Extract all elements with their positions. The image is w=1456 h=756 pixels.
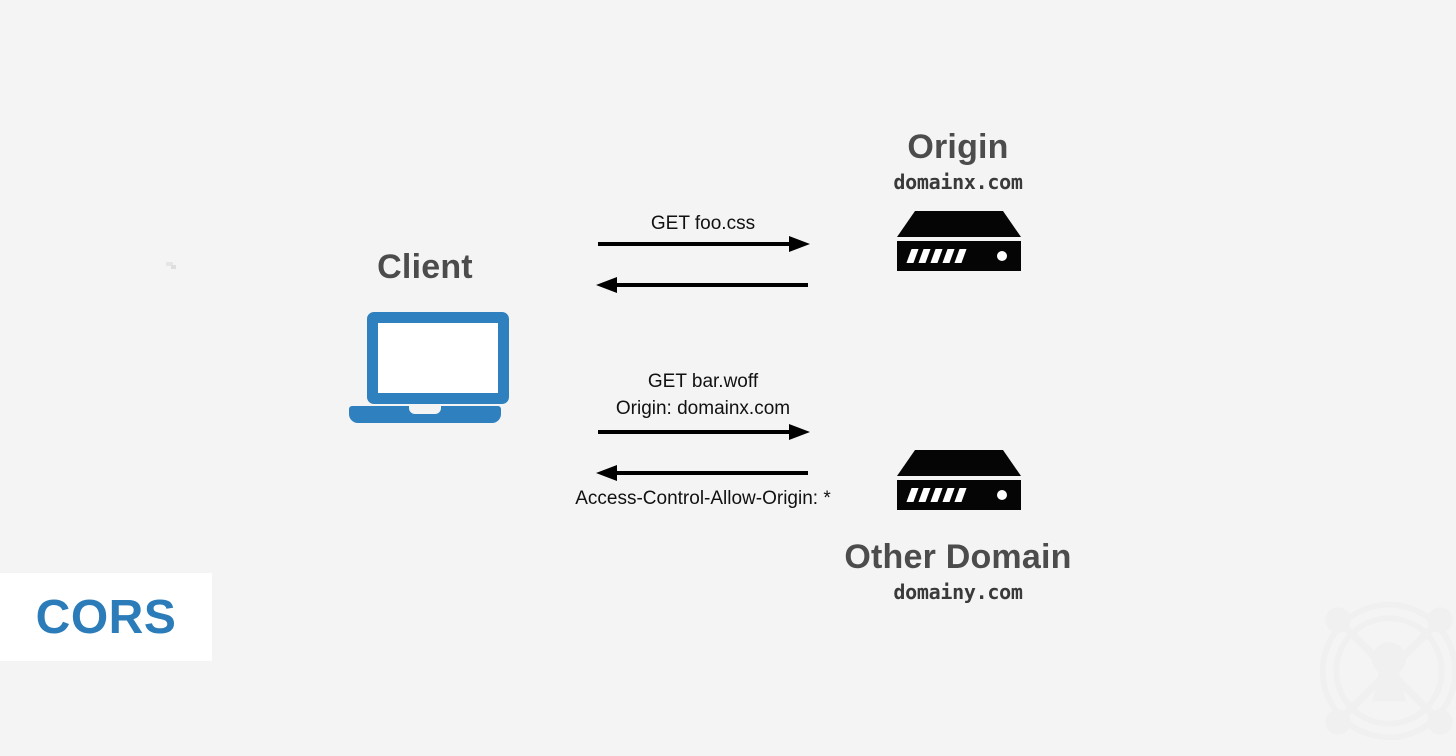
exchange-cross-origin-request-line1: GET bar.woff <box>647 371 759 392</box>
diagram-canvas: Client Origin domainx.com GET foo.css <box>0 128 1083 661</box>
exchange-cross-origin-response-label: Access-Control-Allow-Origin: * <box>575 488 831 509</box>
arrow-request-bar-woff <box>598 424 810 440</box>
background-speck <box>166 262 176 269</box>
laptop-base <box>349 406 501 423</box>
server-top-shell <box>897 450 1021 476</box>
other-domain-server-icon <box>897 450 1021 510</box>
laptop-icon <box>349 312 509 423</box>
node-origin: Origin domainx.com <box>833 128 1083 194</box>
server-vents <box>906 249 967 263</box>
node-other-domain: Other Domain domainy.com <box>833 538 1083 604</box>
server-led-icon <box>997 251 1007 261</box>
node-client: Client <box>300 248 550 287</box>
client-label: Client <box>377 248 473 286</box>
cors-badge: CORS <box>0 573 212 661</box>
arrow-response-bar-woff <box>596 465 808 481</box>
server-top-shell <box>897 211 1021 237</box>
exchange-same-origin-request-label: GET foo.css <box>650 213 756 234</box>
server-vents <box>906 488 967 502</box>
laptop-screen <box>367 312 509 404</box>
other-domain-label: Other Domain <box>844 538 1072 576</box>
wheel-keyhole-logo-icon <box>1319 601 1456 741</box>
server-body <box>897 241 1021 271</box>
laptop-notch <box>409 406 441 414</box>
exchange-cross-origin-request-line2: Origin: domainx.com <box>615 398 791 419</box>
origin-domain: domainx.com <box>893 170 1023 194</box>
cors-badge-label: CORS <box>35 590 177 644</box>
arrow-request-foo-css <box>598 236 810 252</box>
origin-label: Origin <box>907 128 1009 166</box>
server-body <box>897 480 1021 510</box>
server-led-icon <box>997 490 1007 500</box>
other-domain-domain: domainy.com <box>893 580 1023 604</box>
arrow-response-foo-css <box>596 277 808 293</box>
origin-server-icon <box>897 211 1021 271</box>
